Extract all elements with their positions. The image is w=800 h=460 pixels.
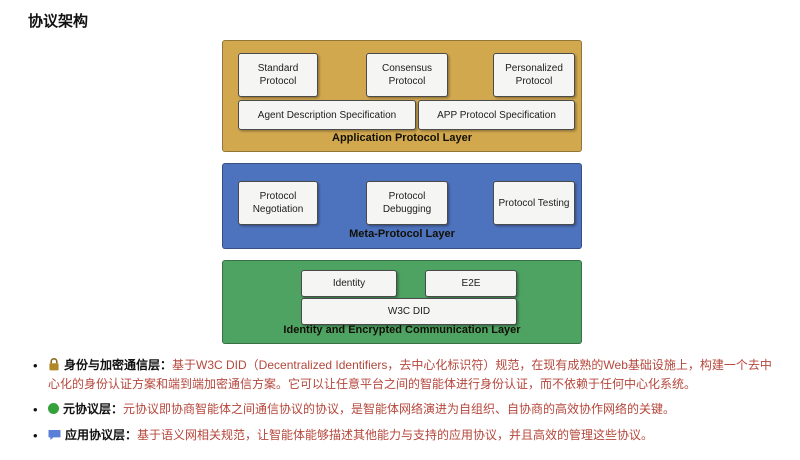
box-protocol-negotiation: Protocol Negotiation: [238, 181, 318, 225]
box-e2e: E2E: [425, 270, 517, 297]
box-standard-protocol: Standard Protocol: [238, 53, 318, 97]
box-protocol-testing: Protocol Testing: [493, 181, 575, 225]
box-consensus-protocol: Consensus Protocol: [366, 53, 448, 97]
green-circle-icon: [48, 403, 59, 415]
application-protocol-layer: Standard Protocol Consensus Protocol Per…: [222, 40, 582, 152]
bullet-label: 应用协议层：: [65, 427, 138, 442]
chat-icon: [48, 429, 61, 441]
box-personalized-protocol: Personalized Protocol: [493, 53, 575, 97]
bullet-text: 基于语义网相关规范，让智能体能够描述其他能力与支持的应用协议，并且高效的管理这些…: [137, 427, 654, 442]
meta-layer-label: Meta-Protocol Layer: [349, 228, 455, 240]
bullet-meta-protocol-layer: 元协议层：元协议即协商智能体之间通信协议的协议，是智能体网络演进为自组织、自协商…: [28, 400, 774, 421]
bullet-application-layer: 应用协议层：基于语义网相关规范，让智能体能够描述其他能力与支持的应用协议，并且高…: [28, 426, 774, 447]
meta-protocol-layer: Protocol Negotiation Protocol Debugging …: [222, 163, 582, 249]
identity-layer-label: Identity and Encrypted Communication Lay…: [283, 324, 521, 336]
box-protocol-debugging: Protocol Debugging: [366, 181, 448, 225]
box-app-protocol-specification: APP Protocol Specification: [418, 100, 575, 130]
bullet-label: 身份与加密通信层：: [64, 358, 173, 372]
bullet-label: 元协议层：: [63, 402, 124, 417]
bullet-text: 基于W3C DID（Decentralized Identifiers，去中心化…: [48, 358, 772, 392]
identity-encrypted-communication-layer: Identity E2E W3C DID Identity and Encryp…: [222, 260, 582, 344]
box-w3c-did: W3C DID: [301, 298, 517, 325]
box-agent-description-specification: Agent Description Specification: [238, 100, 416, 130]
bullet-identity-layer: 身份与加密通信层：基于W3C DID（Decentralized Identif…: [28, 356, 774, 394]
bullet-list: 身份与加密通信层：基于W3C DID（Decentralized Identif…: [28, 356, 774, 451]
page-title: 协议架构: [28, 13, 89, 30]
box-identity: Identity: [301, 270, 397, 297]
application-layer-label: Application Protocol Layer: [332, 132, 472, 144]
lock-icon: [48, 357, 60, 371]
bullet-text: 元协议即协商智能体之间通信协议的协议，是智能体网络演进为自组织、自协商的高效协作…: [123, 402, 676, 417]
